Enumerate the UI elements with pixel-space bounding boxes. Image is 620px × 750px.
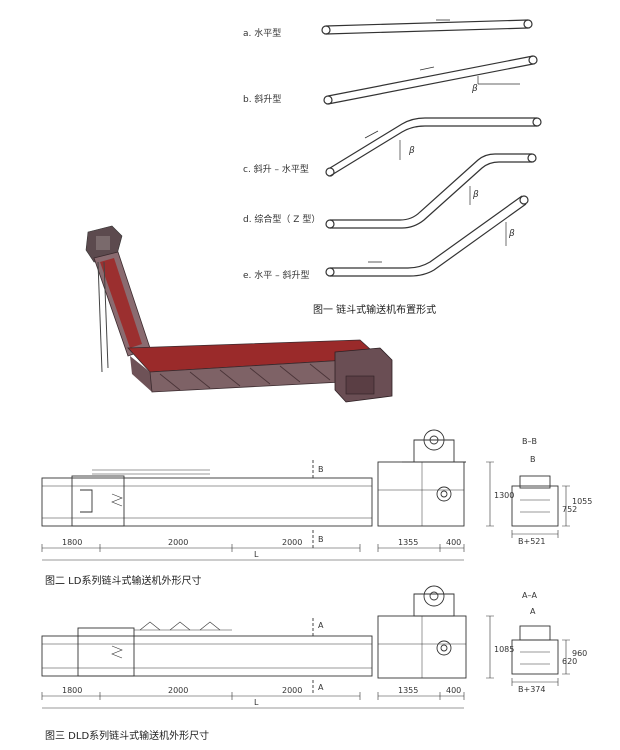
fig3-dim-7: 620 (562, 657, 577, 666)
fig3-dim-4: 400 (446, 686, 461, 695)
conveyor-d (325, 153, 537, 229)
fig2-dim-8: 1055 (572, 497, 592, 506)
fig2-dim-9: B+521 (518, 537, 545, 546)
beta-c: β (408, 146, 415, 156)
type-label-a: a. 水平型 (243, 29, 282, 39)
fig2-dim-4: 400 (446, 538, 461, 547)
conveyor-a (321, 19, 533, 35)
fig3-dim-2: 2000 (282, 686, 302, 695)
fig3-dim-3: 1355 (398, 686, 418, 695)
conveyor-c (325, 117, 542, 177)
fig2-section-label: B–B (522, 437, 537, 446)
fig3-section (511, 639, 559, 675)
fig3-body (41, 635, 373, 677)
fig2-dim-0: 1800 (62, 538, 82, 547)
conveyor-e (325, 195, 529, 277)
fig2-dim-3: 1355 (398, 538, 418, 547)
fig3-dim-5: L (254, 698, 259, 707)
figure2-caption: 图二 LD系列链斗式输送机外形尺寸 (45, 576, 202, 587)
conveyor-b (323, 55, 538, 105)
fig3-mark-top: A (318, 621, 324, 630)
fig3-dim-9: B+374 (518, 685, 545, 694)
fig2-dim-2: 2000 (282, 538, 302, 547)
figure3-caption: 图三 DLD系列链斗式输送机外形尺寸 (45, 731, 210, 742)
fig2-section-mark: B (530, 455, 536, 464)
fig2-dim-5: L (254, 550, 259, 559)
beta-d: β (472, 190, 479, 200)
fig2-mark-bottom: B (318, 535, 324, 544)
fig3-section-label: A–A (522, 591, 537, 600)
fig3-section-mark: A (530, 607, 536, 616)
beta-b: β (471, 84, 478, 94)
fig2-section (511, 485, 559, 527)
fig3-dim-0: 1800 (62, 686, 82, 695)
type-label-b: b. 斜升型 (243, 95, 282, 105)
fig2-dim-7: 752 (562, 505, 577, 514)
beta-e: β (508, 229, 515, 239)
figure2-drawing: B B 1800 2000 2000 1355 400 L 1300 752 1… (41, 429, 592, 561)
fig3-dim-8: 960 (572, 649, 587, 658)
fig3-dim-1: 2000 (168, 686, 188, 695)
type-label-c: c. 斜升 – 水平型 (243, 165, 309, 175)
fig2-mark-top: B (318, 465, 324, 474)
figure1-caption: 图一 链斗式输送机布置形式 (313, 305, 437, 316)
fig3-mark-bottom: A (318, 683, 324, 692)
fig2-dim-1: 2000 (168, 538, 188, 547)
fig2-body (41, 477, 373, 527)
type-label-d: d. 综合型（ Z 型） (243, 215, 321, 225)
conveyor-rendering (85, 225, 393, 403)
layout-types-diagram: β β β β (321, 19, 542, 277)
type-label-e: e. 水平 – 斜升型 (243, 271, 310, 281)
fig2-dim-6: 1300 (494, 491, 514, 500)
fig3-dim-6: 1085 (494, 645, 514, 654)
